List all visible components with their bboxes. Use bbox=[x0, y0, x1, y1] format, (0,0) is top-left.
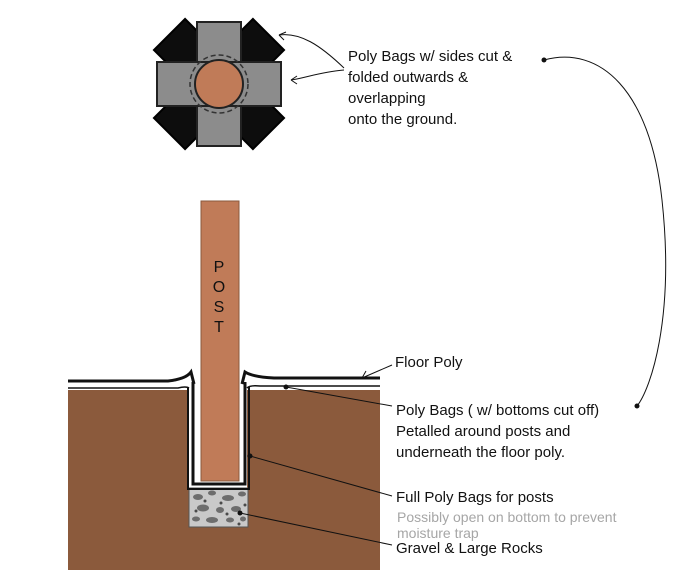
arrow-top-flap bbox=[290, 75, 298, 85]
floor-poly-left bbox=[68, 368, 196, 385]
top-view-label: Poly Bags w/ sides cut & folded outwards… bbox=[348, 46, 512, 130]
dot-gravel bbox=[237, 510, 243, 516]
moisture-note-line-1: Possibly open on bottom to prevent bbox=[397, 509, 617, 525]
top-view bbox=[152, 17, 286, 151]
gravel-stones bbox=[192, 490, 246, 523]
gravel-small-stones bbox=[194, 499, 247, 526]
top-view-label-line-2: folded outwards & bbox=[348, 69, 469, 86]
post bbox=[200, 200, 240, 482]
dot-connector-bottom bbox=[634, 403, 640, 409]
leader-full-bags bbox=[249, 455, 393, 497]
petalled-bags-label-line-1: Poly Bags ( w/ bottoms cut off) bbox=[396, 402, 600, 419]
moisture-note: Possibly open on bottom to prevent moist… bbox=[397, 509, 616, 541]
petal-right bbox=[246, 385, 380, 389]
bag-outline bbox=[189, 54, 249, 114]
dot-petalled bbox=[283, 384, 289, 390]
dot-connector-top bbox=[541, 57, 547, 63]
post-top-circle bbox=[194, 59, 244, 109]
top-view-label-line-4: onto the ground. bbox=[348, 111, 458, 128]
arrow-floor-poly bbox=[361, 370, 371, 380]
petalled-bags-label-line-3: underneath the floor poly. bbox=[396, 444, 566, 461]
gravel-label: Gravel & Large Rocks bbox=[396, 540, 543, 557]
floor-poly-right bbox=[240, 369, 380, 385]
leader-top-diagonal bbox=[278, 34, 345, 69]
leader-floor-poly bbox=[361, 364, 393, 379]
top-view-label-line-1: Poly Bags w/ sides cut & bbox=[348, 48, 513, 65]
leader-top-flap bbox=[290, 69, 345, 81]
petalled-bags-label: Poly Bags ( w/ bottoms cut off) Petalled… bbox=[396, 400, 599, 463]
dot-full-bags bbox=[247, 453, 253, 459]
top-view-label-line-3: overlapping bbox=[348, 90, 426, 107]
leader-lines bbox=[239, 34, 667, 546]
petalled-bags-label-line-2: Petalled around posts and bbox=[396, 423, 571, 440]
arrow-top-diagonal bbox=[278, 31, 287, 41]
floor-poly-label: Floor Poly bbox=[395, 354, 463, 371]
moisture-note-line-2: moisture trap bbox=[397, 525, 479, 541]
connector-curve bbox=[543, 56, 667, 407]
full-poly-bag bbox=[191, 382, 247, 486]
outer-poly-bag bbox=[187, 387, 250, 490]
petal-left bbox=[68, 386, 190, 389]
leader-petalled bbox=[285, 386, 393, 407]
leader-gravel bbox=[239, 512, 393, 546]
full-bags-label: Full Poly Bags for posts bbox=[396, 489, 554, 506]
leader-arrowheads bbox=[237, 31, 640, 516]
